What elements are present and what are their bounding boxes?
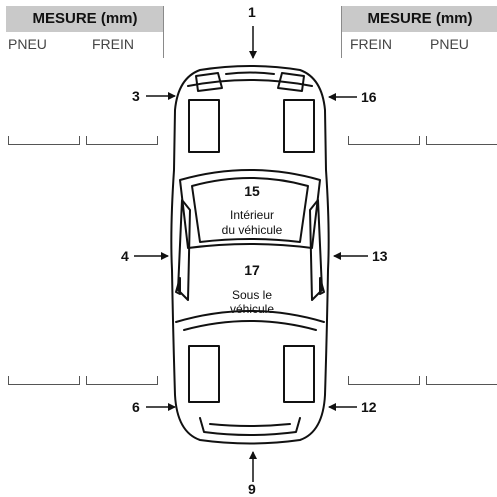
- right-table-header: MESURE (mm): [341, 6, 497, 32]
- rear-left-tire-field[interactable]: [8, 376, 80, 385]
- car-body-outline: [170, 65, 330, 445]
- interior-zone-label-line2: du véhicule: [221, 223, 283, 237]
- position-front-number: 1: [248, 4, 256, 20]
- rear-bumper-inner: [209, 423, 291, 427]
- left-side-window: [177, 199, 191, 301]
- rear-bumper: [199, 417, 301, 436]
- under-zone-label-line2: véhicule: [229, 302, 275, 316]
- rear-left-wheel: [188, 345, 220, 403]
- position-rear-right-number: 12: [361, 399, 377, 415]
- windshield-inner: [191, 177, 309, 243]
- left-table-border: [163, 6, 164, 58]
- right-table-col-brake: FREIN: [350, 36, 392, 52]
- windshield-outer: [179, 169, 321, 249]
- front-right-wheel: [283, 99, 315, 153]
- position-rear-left-number: 6: [132, 399, 140, 415]
- position-rear-number: 9: [248, 481, 256, 497]
- under-zone-label-line1: Sous le: [231, 288, 273, 302]
- front-right-brake-field[interactable]: [348, 136, 420, 145]
- front-left-brake-field[interactable]: [86, 136, 158, 145]
- right-mirror: [319, 277, 325, 295]
- left-mirror: [175, 277, 181, 295]
- right-table-col-tire: PNEU: [430, 36, 469, 52]
- right-measure-table: MESURE (mm) FREIN PNEU: [341, 6, 497, 58]
- front-grille: [225, 71, 275, 75]
- front-right-headlight: [277, 72, 305, 92]
- left-table-header: MESURE (mm): [6, 6, 164, 32]
- position-front-right-number: 16: [361, 89, 377, 105]
- rear-right-wheel: [283, 345, 315, 403]
- left-measure-table: MESURE (mm) PNEU FREIN: [6, 6, 164, 58]
- position-right-middle-number: 13: [372, 248, 388, 264]
- position-left-middle-number: 4: [121, 248, 129, 264]
- front-left-headlight: [195, 72, 223, 92]
- rear-window-line: [175, 310, 325, 323]
- under-zone-number: 17: [244, 262, 260, 278]
- rear-window-line-inner: [183, 320, 317, 331]
- car-inner-contour: [187, 79, 313, 87]
- rear-right-brake-field[interactable]: [348, 376, 420, 385]
- position-front-left-number: 3: [132, 88, 140, 104]
- right-table-border: [341, 6, 342, 58]
- rear-left-brake-field[interactable]: [86, 376, 158, 385]
- front-right-tire-field[interactable]: [426, 136, 497, 145]
- interior-zone-number: 15: [244, 183, 260, 199]
- front-left-wheel: [188, 99, 220, 153]
- left-table-col-brake: FREIN: [92, 36, 134, 52]
- front-left-tire-field[interactable]: [8, 136, 80, 145]
- interior-zone-label-line1: Intérieur: [229, 208, 275, 222]
- left-table-col-tire: PNEU: [8, 36, 47, 52]
- right-side-window: [309, 199, 323, 301]
- rear-right-tire-field[interactable]: [426, 376, 497, 385]
